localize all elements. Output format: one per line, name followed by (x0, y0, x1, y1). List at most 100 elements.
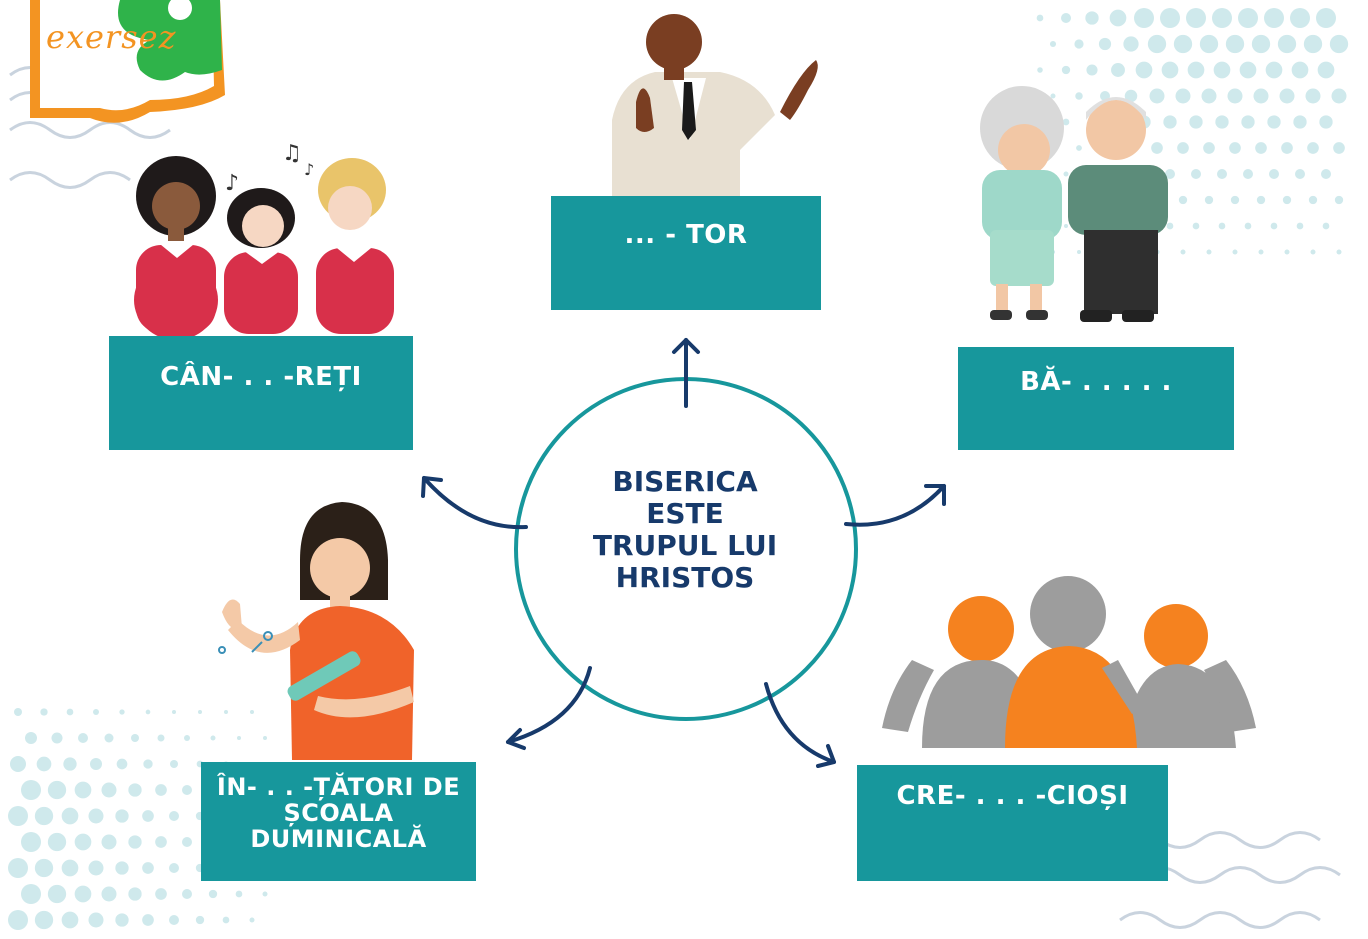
label-box-right: BĂ- . . . . . (958, 347, 1234, 450)
dot (1232, 249, 1238, 255)
dot (1077, 250, 1081, 254)
label-text-right: BĂ- . . . . . (1020, 367, 1172, 397)
dot (1161, 61, 1179, 79)
dot (1151, 142, 1163, 154)
dot (155, 888, 167, 900)
svg-text:♪: ♪ (225, 171, 239, 196)
dot (115, 861, 129, 875)
dot (10, 756, 26, 772)
dot (1180, 249, 1186, 255)
dot (101, 886, 117, 902)
dot (34, 858, 54, 878)
dot (78, 733, 88, 743)
dot (115, 809, 129, 823)
dot (1321, 169, 1331, 179)
dot (1186, 8, 1206, 28)
dot (36, 756, 52, 772)
dot (1238, 8, 1258, 28)
dot (1076, 145, 1082, 151)
logo-leaf-icon (118, 0, 222, 81)
dot (143, 759, 153, 769)
dot (1291, 61, 1309, 79)
dot (1203, 142, 1215, 154)
dot (1064, 224, 1068, 228)
dot (119, 709, 125, 715)
dot (1251, 34, 1271, 54)
dot (155, 836, 167, 848)
dot (1050, 93, 1056, 99)
dot (1267, 115, 1281, 129)
dot (1124, 89, 1138, 103)
dot (1258, 249, 1264, 255)
dot (1295, 169, 1305, 179)
dot (182, 837, 192, 847)
dot (34, 806, 54, 826)
dot (170, 760, 178, 768)
dot (1270, 222, 1278, 230)
dot (237, 736, 241, 740)
dot (1217, 169, 1227, 179)
dot (145, 709, 151, 715)
dot (1212, 8, 1232, 28)
dot (1305, 88, 1321, 104)
dot (93, 709, 99, 715)
dot (1098, 37, 1112, 51)
dot (157, 734, 165, 742)
dot (88, 912, 104, 928)
dot (1331, 88, 1347, 104)
dot (1062, 118, 1070, 126)
dot (182, 785, 192, 795)
dot (1163, 115, 1177, 129)
dot (66, 708, 74, 716)
arrow-left (421, 476, 528, 530)
dot (1255, 142, 1267, 154)
dot (1303, 34, 1323, 54)
dot (1061, 13, 1071, 23)
label-text-top: ... - TOR (624, 220, 748, 250)
dot (1191, 169, 1201, 179)
label-text-bottom-left-line: ȘCOALA (283, 799, 394, 827)
dot (14, 708, 22, 716)
dot (104, 733, 114, 743)
dot (131, 734, 139, 742)
dot (1134, 8, 1154, 28)
label-text-bottom-right: CRE- . . . -CIOȘI (896, 781, 1129, 811)
dot (184, 735, 190, 741)
dot (74, 781, 92, 799)
dot (1284, 249, 1290, 255)
dot (1075, 92, 1083, 100)
dot (21, 832, 41, 852)
label-box-bottom-right: CRE- . . . -CIOȘI (857, 765, 1168, 881)
dot (34, 910, 54, 930)
svg-text:♪: ♪ (304, 160, 314, 179)
dot (1244, 222, 1252, 230)
dot (1177, 142, 1189, 154)
arrow-bottom-left (506, 666, 592, 750)
dot (262, 891, 268, 897)
dot (1307, 142, 1319, 154)
dot (1308, 195, 1318, 205)
dot (1316, 8, 1336, 28)
dot (1109, 9, 1127, 27)
label-box-top: ... - TOR (551, 196, 821, 310)
arrow-right (844, 484, 946, 527)
center-title-line: HRISTOS (615, 561, 755, 594)
dot (1282, 195, 1292, 205)
dot (155, 784, 167, 796)
dot (1175, 88, 1191, 104)
dot (128, 835, 142, 849)
dot (8, 806, 28, 826)
dot (169, 863, 179, 873)
dot (8, 910, 28, 930)
dot (198, 710, 202, 714)
label-text-bottom-left-line: ÎN- . . -ȚĂTORI DE (216, 773, 461, 801)
dot (250, 710, 254, 714)
dot (249, 917, 255, 923)
dot (101, 782, 117, 798)
dot (101, 834, 117, 850)
center-title-line: TRUPUL LUI (592, 529, 778, 562)
